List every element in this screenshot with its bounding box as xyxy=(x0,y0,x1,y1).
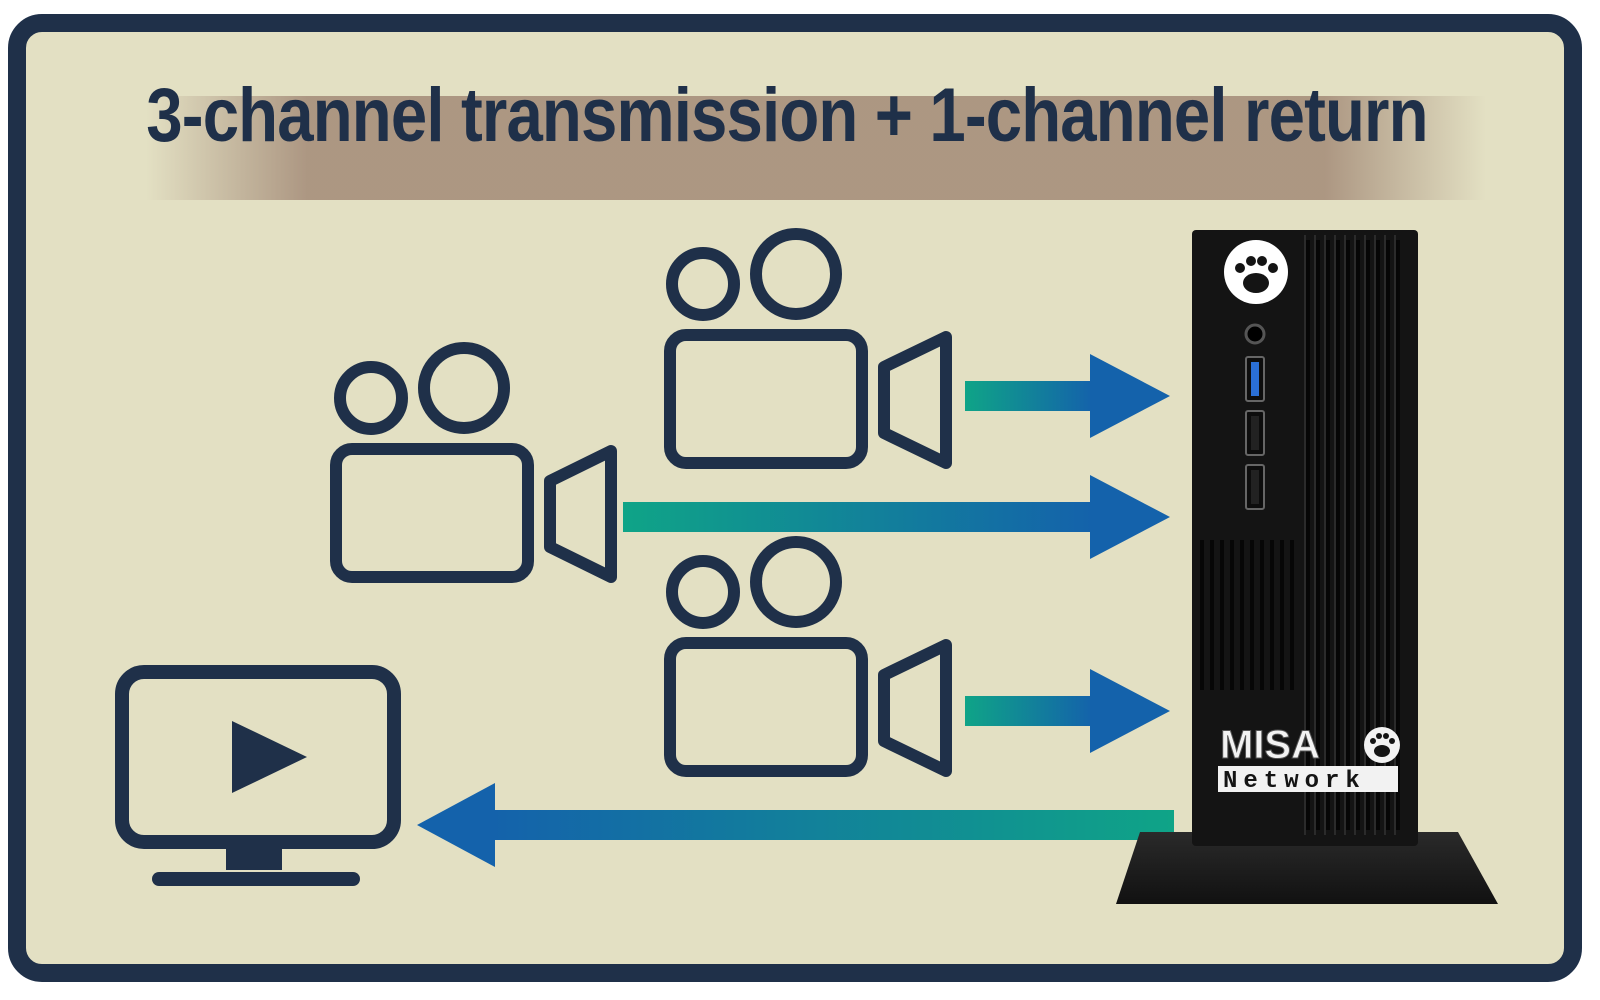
transmission-arrow xyxy=(965,354,1170,438)
device-logo: MISA Network xyxy=(1218,723,1400,795)
svg-text:MISA: MISA xyxy=(1220,723,1320,767)
title-highlight-band xyxy=(146,96,1486,200)
transmission-arrow xyxy=(965,669,1170,753)
audio-jack xyxy=(1244,323,1266,345)
mini-pc-tower: MISA Network xyxy=(1116,230,1498,904)
transmission-arrow xyxy=(623,475,1170,559)
video-camera-icon xyxy=(664,228,952,469)
return-arrow xyxy=(417,783,1174,867)
diagram-title: 3-channel transmission + 1-channel retur… xyxy=(146,73,1428,158)
video-camera-icon xyxy=(330,342,617,583)
video-camera-icon xyxy=(664,536,952,777)
monitor-play-icon xyxy=(115,665,401,886)
svg-text:Network: Network xyxy=(1223,768,1366,795)
paw-print-icon xyxy=(1224,240,1288,304)
